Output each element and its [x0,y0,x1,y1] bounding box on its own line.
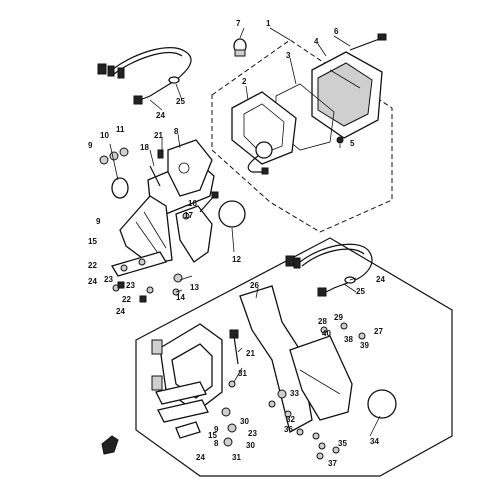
lower-assembly-outline [135,237,453,477]
lower-fasteners [221,322,366,460]
label-19: 18 [140,143,149,152]
bulb-socket [247,141,273,175]
label-34: 34 [370,437,379,446]
label-30-lower-b: 30 [246,441,255,450]
label-22-upper-a: 23 [104,275,113,284]
taillight-assembly-outline [211,39,393,233]
upper-clamp-plate [111,251,183,303]
round-reflector-lower [367,389,397,419]
label-9-lower: 9 [214,425,219,434]
label-31-lower-b: 31 [232,453,241,462]
bulb [233,38,247,57]
label-5: 5 [350,139,355,148]
taillight-housing [311,51,383,139]
license-plate-bracket [239,285,353,433]
label-33: 33 [290,389,299,398]
bracket-bolts [182,191,219,220]
reflector-housing-upper [119,195,173,265]
label-23-lower: 24 [196,453,205,462]
label-20-lower: 21 [246,349,255,358]
label-18: 17 [184,211,193,220]
label-31-lower: 31 [238,369,247,378]
label-35: 35 [338,439,347,448]
label-22-upper-b: 23 [126,281,135,290]
label-12: 11 [116,125,125,134]
leader-lines [109,27,381,437]
label-21-upper-a: 22 [88,261,97,270]
label-11: 10 [100,131,109,140]
label-16: 15 [88,237,97,246]
lower-wire-harness [285,243,373,297]
lens-plate [231,91,297,165]
label-10: 9 [88,141,93,150]
label-25-upper: 25 [176,97,185,106]
label-8-lower: 8 [214,439,219,448]
label-23-upper: 24 [88,277,97,286]
label-9-upper: 9 [96,217,101,226]
long-screw [349,33,387,51]
label-7: 7 [236,19,241,28]
part-number-labels: 7 1 6 4 3 2 5 25 24 11 10 9 21 8 18 16 1… [88,19,385,468]
label-8: 8 [174,127,179,136]
label-38: 38 [344,335,353,344]
label-30-lower: 30 [240,417,249,426]
label-3: 3 [286,51,291,60]
label-14: 13 [190,283,199,292]
label-17: 16 [188,199,197,208]
label-27: 27 [374,327,383,336]
label-15-lower: 15 [208,431,217,440]
label-37: 37 [328,459,337,468]
label-24-lower: 24 [376,275,385,284]
lower-clamp-plate [155,381,209,439]
label-2: 2 [242,77,247,86]
label-40: 40 [322,329,331,338]
label-25-lower: 25 [356,287,365,296]
round-reflector-upper [218,200,246,228]
small-screw [336,136,344,144]
label-39: 39 [360,341,369,350]
label-13: 12 [232,255,241,264]
label-24-upper: 24 [156,111,165,120]
lower-bolt [229,329,239,365]
label-32: 32 [286,415,295,424]
label-1: 1 [266,19,271,28]
label-26: 26 [250,281,259,290]
label-36: 36 [284,425,293,434]
label-6: 6 [334,27,339,36]
upper-wire-harness [97,47,192,105]
label-20-upper: 21 [154,131,163,140]
label-4: 4 [314,37,319,46]
label-29: 29 [334,313,343,322]
upper-stay [175,205,213,263]
loose-clip [101,435,119,455]
label-23-upper-b: 24 [116,307,125,316]
label-21-upper-b: 22 [122,295,131,304]
label-22-lower: 23 [248,429,257,438]
label-28: 28 [318,317,327,326]
small-reflector [111,177,129,199]
label-15-upper: 14 [176,293,185,302]
